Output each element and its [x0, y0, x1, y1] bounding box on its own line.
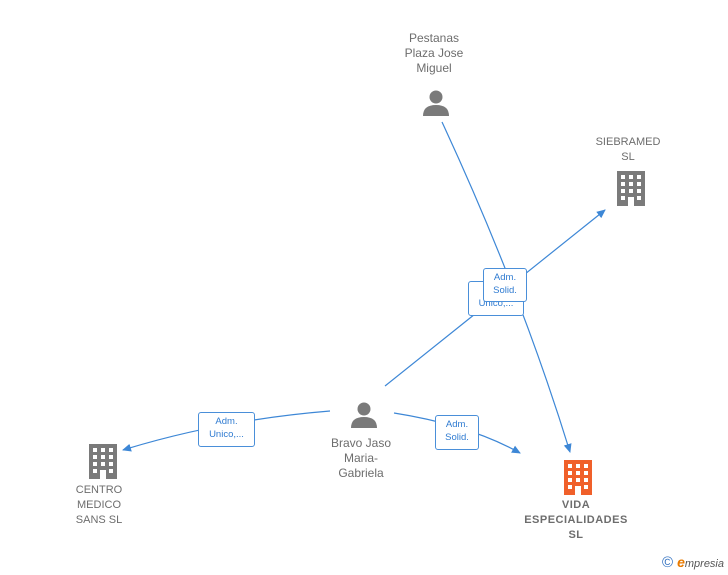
- node-label-bravo[interactable]: Bravo Jaso Maria- Gabriela: [330, 436, 392, 480]
- node-label-pestanas[interactable]: Pestanas Plaza Jose Miguel: [404, 31, 464, 75]
- copyright-icon: ©: [662, 554, 674, 571]
- edge-label-bravo-vida[interactable]: Adm. Solid.: [435, 415, 479, 450]
- building-icon[interactable]: [614, 170, 648, 211]
- empresia-logo[interactable]: ©empresia: [662, 554, 724, 571]
- edge-label-pestanas-vida[interactable]: Adm. Solid.: [483, 268, 527, 302]
- building-icon[interactable]: [561, 459, 595, 500]
- person-icon[interactable]: [421, 88, 451, 123]
- brand-initial: e: [677, 554, 685, 570]
- node-label-siebramed[interactable]: SIEBRAMED SL: [595, 136, 661, 163]
- person-icon[interactable]: [349, 400, 379, 435]
- edge-label-bravo-centro[interactable]: Adm. Unico,...: [198, 412, 255, 447]
- building-icon[interactable]: [86, 443, 120, 484]
- node-label-centro[interactable]: CENTRO MEDICO SANS SL: [75, 484, 123, 526]
- node-label-vida[interactable]: VIDA ESPECIALIDADES SL: [524, 499, 628, 541]
- brand-name: mpresia: [684, 558, 724, 570]
